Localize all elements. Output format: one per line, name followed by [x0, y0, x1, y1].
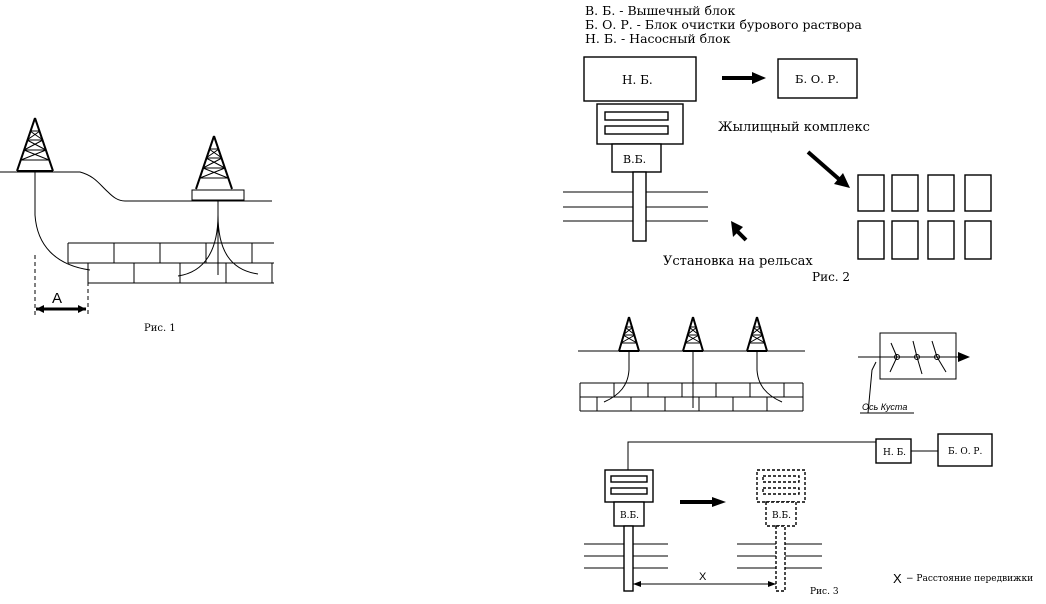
- rock-formation: [579, 382, 804, 412]
- derrick-icon: [16, 117, 54, 172]
- axis-leader-line: [867, 361, 877, 414]
- arrow-down-right-icon: [806, 150, 842, 182]
- cluster-plan-box: [879, 332, 957, 380]
- pump-block-box: [583, 56, 697, 102]
- figure-1-caption: Рис. 1: [144, 323, 176, 334]
- well-path: [34, 172, 91, 271]
- ground-line: [0, 171, 272, 202]
- derrick-stem: [623, 525, 634, 592]
- connection-line: [627, 441, 876, 470]
- derrick-block-label: В.Б.: [623, 153, 646, 166]
- mud-cleaning-block-label: Б. О. Р.: [948, 447, 982, 457]
- well-path: [603, 351, 630, 403]
- housing-units: [857, 174, 992, 260]
- well-path: [217, 214, 259, 275]
- figure-3-caption: Рис. 3: [810, 587, 839, 597]
- arrow-head: [752, 72, 766, 84]
- arrow-head: [731, 221, 743, 237]
- distance-legend: − Расстояние передвижки: [906, 574, 1033, 584]
- legend-line-2: Б. О. Р. - Блок очистки бурового раствор…: [585, 17, 862, 32]
- derrick-block-slot: [610, 487, 648, 495]
- derrick-block-slot: [610, 475, 648, 483]
- figure-2-caption: Рис. 2: [812, 270, 850, 284]
- figure-1: A Рис. 1: [0, 117, 274, 334]
- rock-formation: [67, 242, 274, 284]
- legend-line-1: В. Б. - Вышечный блок: [585, 3, 735, 18]
- rails-install-label: Установка на рельсах: [663, 254, 813, 269]
- derrick-block-box: [611, 143, 662, 173]
- cluster-axis-label: Ось Куста: [862, 402, 907, 412]
- derrick-stem: [632, 171, 647, 242]
- derrick-icon: [682, 316, 704, 352]
- dimension-label: A: [52, 290, 62, 307]
- derrick-icon: [195, 135, 233, 190]
- derrick-block-slot: [604, 111, 669, 121]
- axis-arrowhead: [958, 352, 970, 362]
- rails: [584, 543, 822, 569]
- pump-block-label: Н. Б.: [622, 73, 653, 87]
- derrick-block-label: В.Б.: [620, 511, 639, 521]
- mud-cleaning-block-box: [777, 58, 858, 99]
- distance-mark: X: [699, 571, 707, 583]
- derrick-block-top: [604, 469, 654, 503]
- pump-block-box: [875, 438, 912, 464]
- rig-platform: [191, 189, 245, 201]
- well-path: [177, 214, 219, 277]
- housing-complex-label: Жылищный комплекс: [718, 120, 870, 135]
- figure-2: В. Б. - Вышечный блок Б. О. Р. - Блок оч…: [563, 3, 992, 284]
- arrow-head: [712, 497, 726, 507]
- moved-derrick-block: [756, 469, 806, 592]
- derrick-icon: [618, 316, 640, 352]
- mud-cleaning-block-box: [937, 433, 993, 467]
- well-path: [756, 351, 783, 403]
- legend-line-3: Н. Б. - Насосный блок: [585, 31, 731, 46]
- pump-block-label: Н. Б.: [883, 448, 906, 458]
- derrick-block-slot: [604, 125, 669, 135]
- well-nodes: [889, 340, 947, 375]
- legend-mark: X: [893, 571, 902, 586]
- derrick-icon: [746, 316, 768, 352]
- mud-cleaning-block-label: Б. О. Р.: [795, 72, 839, 86]
- derrick-block-top: [596, 103, 684, 145]
- arrow-head: [834, 173, 850, 188]
- figure-3: Ось Куста Н. Б. Б. О. Р. В.Б.: [578, 316, 1033, 597]
- derrick-block-label: В.Б.: [772, 511, 791, 521]
